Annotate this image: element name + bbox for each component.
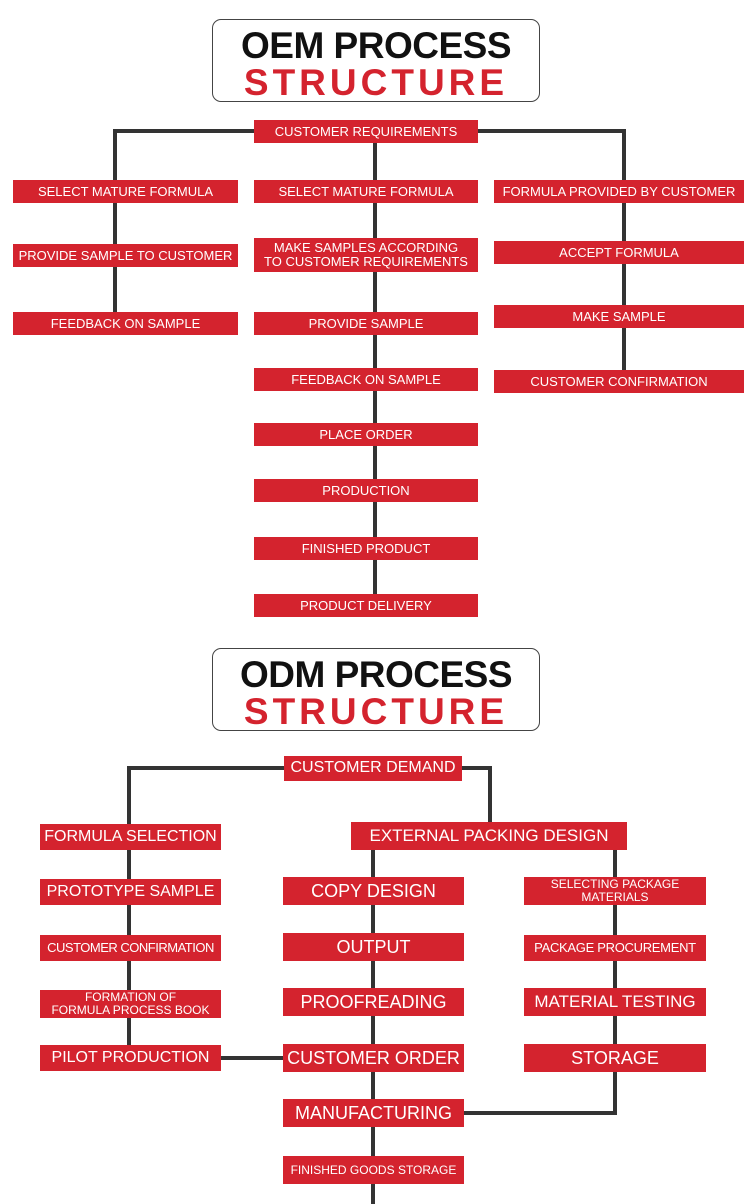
odm-center-node: PROOFREADING [283, 988, 464, 1016]
oem-center-node: SELECT MATURE FORMULA [254, 180, 478, 203]
oem-right-node: MAKE SAMPLE [494, 305, 744, 328]
oem-right-node: FORMULA PROVIDED BY CUSTOMER [494, 180, 744, 203]
oem-title-box: OEM PROCESS STRUCTURE [212, 19, 540, 102]
oem-center-node: PRODUCT DELIVERY [254, 594, 478, 617]
oem-center-node: PRODUCTION [254, 479, 478, 502]
odm-center-node: COPY DESIGN [283, 877, 464, 905]
odm-left-node: PROTOTYPE SAMPLE [40, 879, 221, 905]
oem-left-node: PROVIDE SAMPLE TO CUSTOMER [13, 244, 238, 267]
odm-left-node: FORMULA SELECTION [40, 824, 221, 850]
odm-center-node: FINISHED GOODS STORAGE [283, 1156, 464, 1184]
odm-left-node: PILOT PRODUCTION [40, 1045, 221, 1071]
odm-external-packing-node: EXTERNAL PACKING DESIGN [351, 822, 627, 850]
odm-right-node: SELECTING PACKAGE MATERIALS [524, 877, 706, 905]
oem-root-node: CUSTOMER REQUIREMENTS [254, 120, 478, 143]
odm-root-node: CUSTOMER DEMAND [284, 756, 462, 781]
oem-left-node: FEEDBACK ON SAMPLE [13, 312, 238, 335]
oem-center-node: MAKE SAMPLES ACCORDING TO CUSTOMER REQUI… [254, 238, 478, 272]
odm-center-node: CUSTOMER ORDER [283, 1044, 464, 1072]
odm-title-line1: ODM PROCESS [239, 654, 513, 695]
oem-right-node: ACCEPT FORMULA [494, 241, 744, 264]
odm-left-node: CUSTOMER CONFIRMATION [40, 935, 221, 961]
oem-center-node: FEEDBACK ON SAMPLE [254, 368, 478, 391]
oem-center-node: PROVIDE SAMPLE [254, 312, 478, 335]
oem-title-line1: OEM PROCESS [241, 25, 512, 66]
odm-right-node: STORAGE [524, 1044, 706, 1072]
odm-right-node: PACKAGE PROCUREMENT [524, 935, 706, 961]
odm-center-node: MANUFACTURING [283, 1099, 464, 1127]
odm-title-line2: STRUCTURE [243, 691, 509, 732]
oem-center-node: FINISHED PRODUCT [254, 537, 478, 560]
odm-center-node: OUTPUT [283, 933, 464, 961]
oem-left-node: SELECT MATURE FORMULA [13, 180, 238, 203]
oem-center-node: PLACE ORDER [254, 423, 478, 446]
odm-title-box: ODM PROCESS STRUCTURE [212, 648, 540, 731]
oem-right-node: CUSTOMER CONFIRMATION [494, 370, 744, 393]
odm-left-node: FORMATION OF FORMULA PROCESS BOOK [40, 990, 221, 1018]
oem-title-line2: STRUCTURE [243, 62, 509, 103]
odm-right-node: MATERIAL TESTING [524, 988, 706, 1016]
